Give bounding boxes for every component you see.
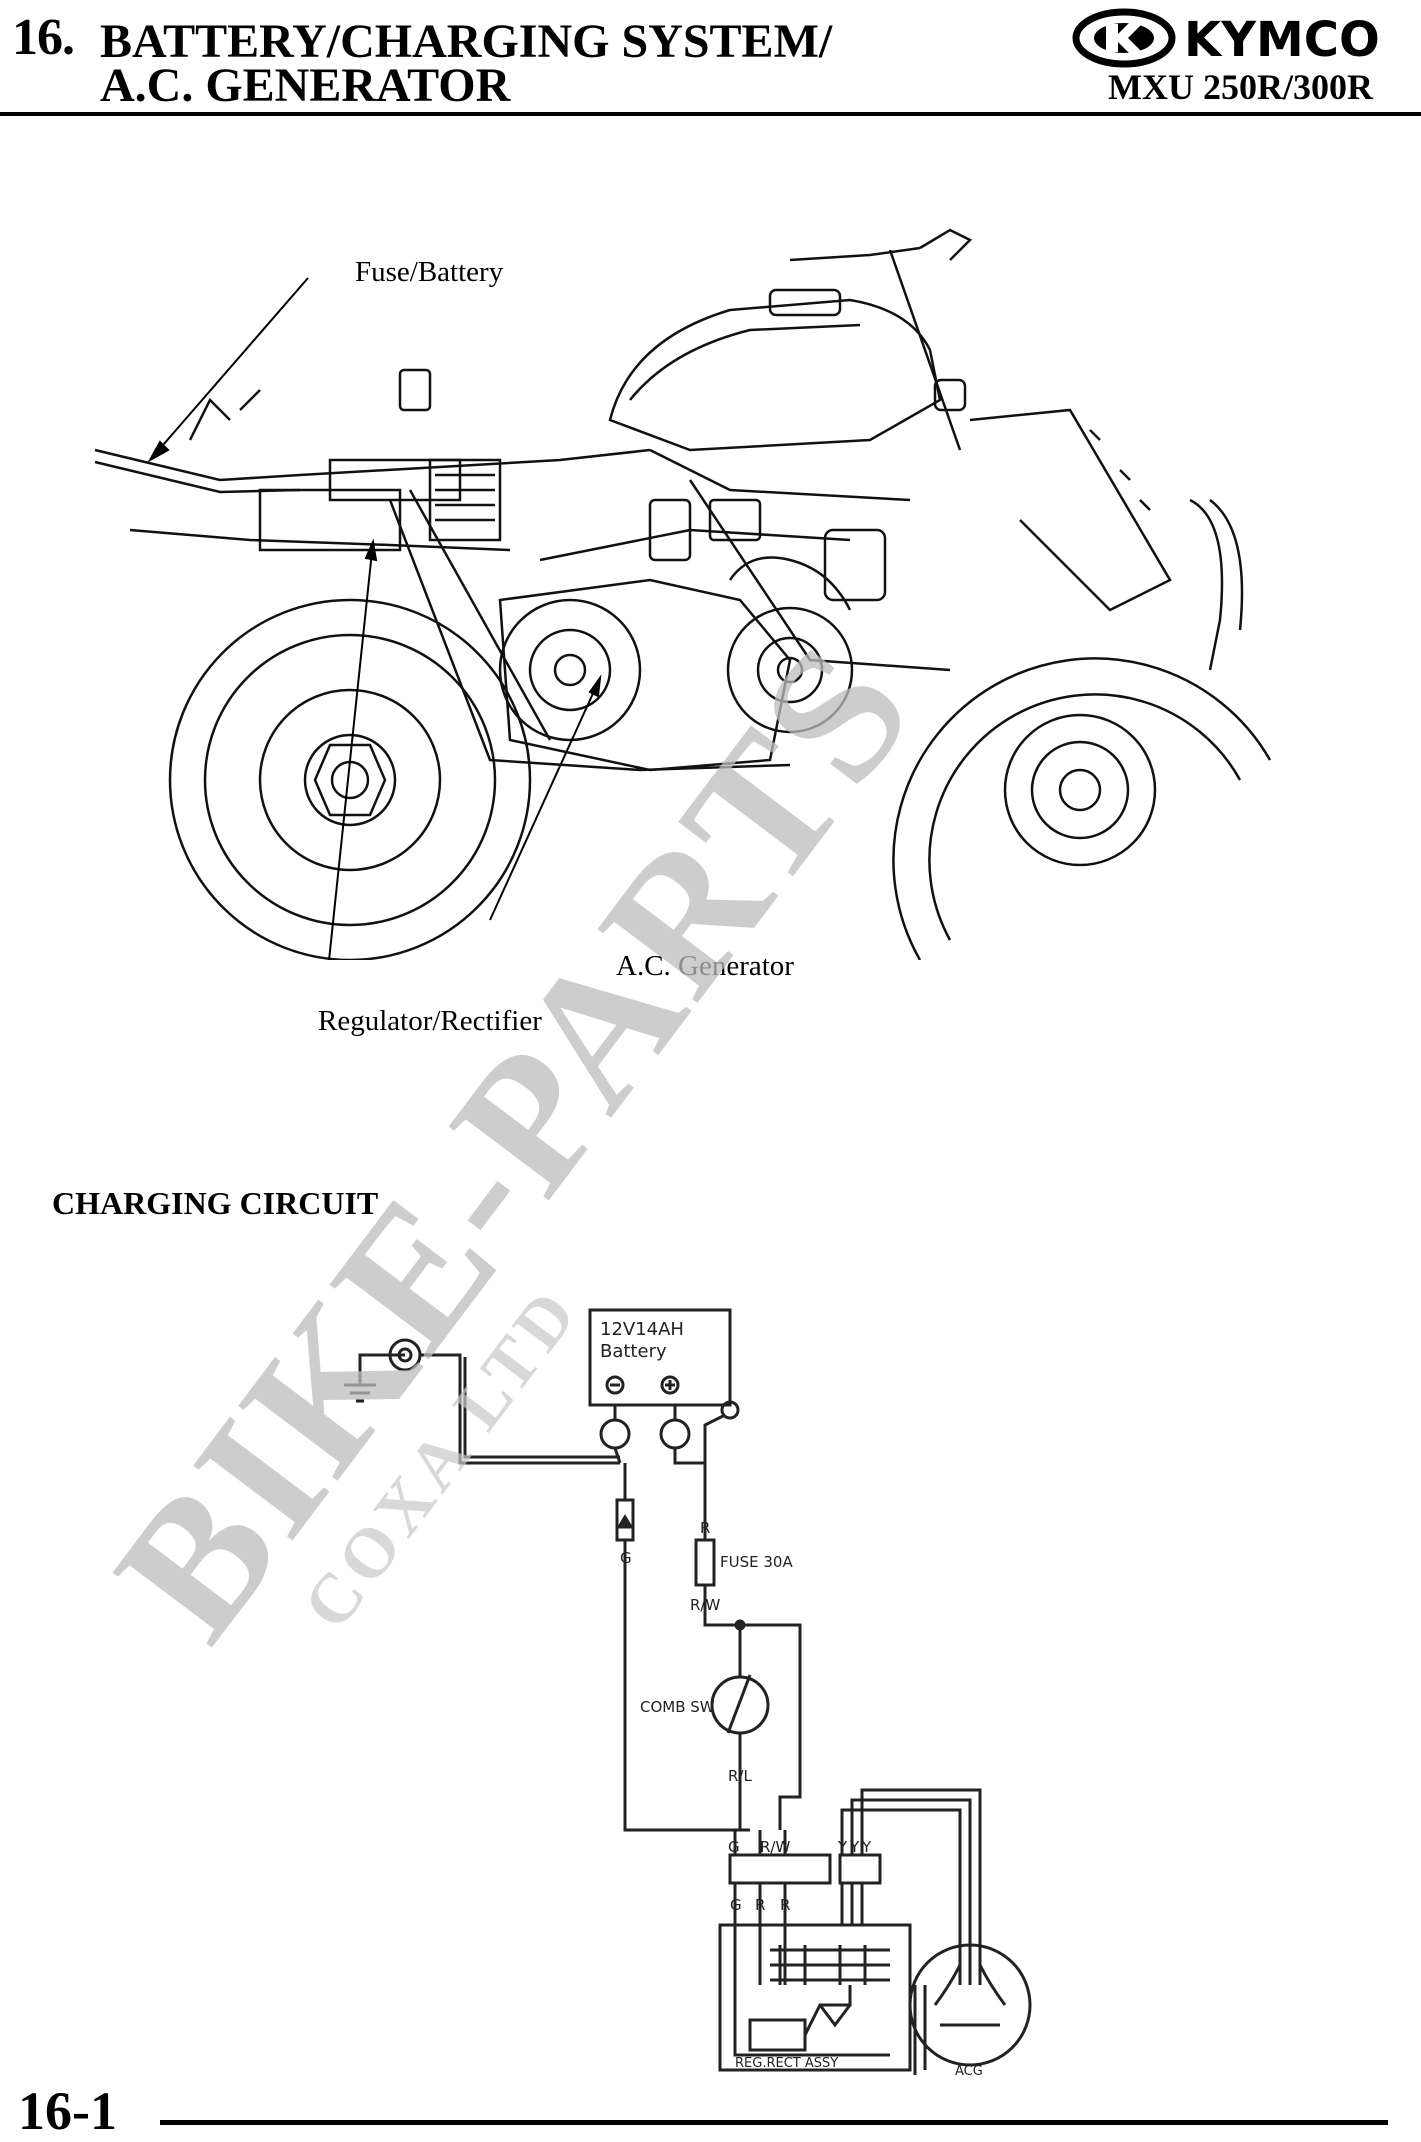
fuse-label: FUSE 30A bbox=[720, 1553, 793, 1571]
battery-label: Battery bbox=[600, 1341, 667, 1362]
wire-label-rw: R/W bbox=[760, 1838, 790, 1856]
callout-fuse-battery: Fuse/Battery bbox=[355, 256, 504, 288]
atv-illustration bbox=[94, 228, 1272, 960]
model-name: MXU 250R/300R bbox=[1108, 67, 1373, 107]
generator-leader bbox=[489, 677, 601, 921]
fuse-battery-leader bbox=[149, 277, 309, 461]
rear-wheel bbox=[168, 598, 532, 960]
callout-ac-generator: A.C. Generator bbox=[616, 950, 794, 982]
regrect-label: REG.RECT ASSY bbox=[735, 2056, 838, 2071]
kymco-logo: KYMCO bbox=[1072, 8, 1380, 68]
wire-label-y3: Y bbox=[861, 1838, 872, 1856]
chapter-number: 16. bbox=[12, 9, 75, 66]
section-heading: CHARGING CIRCUIT bbox=[52, 1185, 379, 1221]
wire-label-rw-top: R/W bbox=[690, 1596, 720, 1614]
page-number: 16-1 bbox=[18, 2081, 117, 2141]
wire-label-r2: R bbox=[755, 1896, 765, 1914]
wire-label-r3: R bbox=[780, 1896, 790, 1914]
header-divider bbox=[0, 112, 1421, 116]
chapter-title-line1: BATTERY/CHARGING SYSTEM/ bbox=[100, 15, 833, 68]
wire-label-g3: G bbox=[730, 1896, 742, 1914]
brand-text: KYMCO bbox=[1184, 12, 1380, 68]
wire-label-y2: Y bbox=[849, 1838, 860, 1856]
wire-label-r: R bbox=[700, 1519, 710, 1537]
wire-label-y: Y bbox=[837, 1838, 848, 1856]
acg-label: ACG bbox=[955, 2064, 983, 2075]
switch-label: COMB SW bbox=[640, 1698, 715, 1716]
battery-rating-label: 12V14AH bbox=[600, 1319, 684, 1340]
regulator-leader bbox=[328, 541, 374, 960]
wire-label-g2: G bbox=[728, 1838, 740, 1856]
footer-divider bbox=[160, 2120, 1388, 2125]
chapter-title-line2: A.C. GENERATOR bbox=[100, 59, 511, 112]
wire-label-rl: R/L bbox=[728, 1767, 752, 1785]
front-wheel bbox=[892, 657, 1272, 960]
wire-label-g: G bbox=[620, 1549, 632, 1567]
charging-circuit-diagram: 12V14AH Battery FUSE 30A G R R/W COMB SW… bbox=[344, 1308, 1032, 2075]
callout-regulator-rectifier: Regulator/Rectifier bbox=[318, 1005, 542, 1037]
